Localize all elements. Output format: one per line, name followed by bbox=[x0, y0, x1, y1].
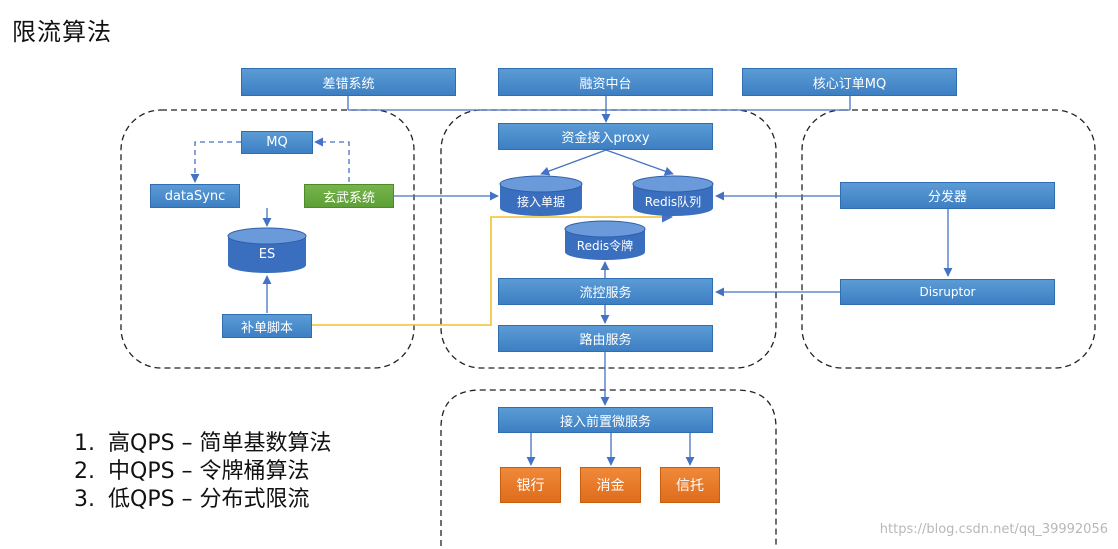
edge-script-to-redis-queue bbox=[312, 211, 674, 326]
edges-right-group bbox=[715, 191, 953, 297]
node-xuanwu-system: 玄武系统 bbox=[304, 184, 394, 208]
note-text: 高QPS – 简单基数算法 bbox=[108, 431, 332, 456]
node-routing-service: 路由服务 bbox=[498, 325, 713, 352]
edges-proxy-to-dbs bbox=[540, 149, 674, 176]
algorithm-notes: 1. 高QPS – 简单基数算法 2. 中QPS – 令牌桶算法 3. 低QPS… bbox=[74, 430, 332, 514]
note-number: 1. bbox=[74, 431, 95, 456]
node-intake-db: 接入单据 bbox=[516, 194, 565, 209]
group-frame-center bbox=[440, 109, 777, 369]
node-finance-platform: 融资中台 bbox=[498, 68, 713, 96]
node-core-order-mq: 核心订单MQ bbox=[742, 68, 957, 96]
note-text: 中QPS – 令牌桶算法 bbox=[108, 459, 310, 484]
node-disruptor: Disruptor bbox=[840, 279, 1055, 305]
edges-top-to-proxy bbox=[347, 96, 851, 123]
db-redis-token-cylinder bbox=[564, 220, 646, 260]
node-flow-control: 流控服务 bbox=[498, 278, 713, 305]
note-number: 3. bbox=[74, 487, 95, 512]
node-dispatcher: 分发器 bbox=[840, 182, 1055, 209]
note-number: 2. bbox=[74, 459, 95, 484]
node-pre-microservice: 接入前置微服务 bbox=[498, 407, 713, 433]
group-frame-bottom bbox=[440, 389, 777, 546]
note-item: 2. 中QPS – 令牌桶算法 bbox=[74, 458, 332, 486]
group-frame-right bbox=[801, 109, 1096, 369]
node-redis-token: Redis令牌 bbox=[576, 238, 634, 253]
group-frame-left bbox=[120, 109, 415, 369]
note-text: 低QPS – 分布式限流 bbox=[108, 487, 310, 512]
note-item: 3. 低QPS – 分布式限流 bbox=[74, 486, 332, 514]
node-error-system: 差错系统 bbox=[241, 68, 456, 96]
node-redis-queue: Redis队列 bbox=[644, 194, 702, 209]
node-es-db: ES bbox=[258, 246, 276, 262]
watermark-text: https://blog.csdn.net/qq_39992056 bbox=[879, 522, 1108, 537]
db-intake-cylinder bbox=[499, 175, 583, 216]
node-funds-proxy: 资金接入proxy bbox=[498, 123, 713, 150]
db-redis-queue-cylinder bbox=[632, 175, 714, 216]
node-datasync: dataSync bbox=[150, 184, 240, 208]
node-consumer-finance: 消金 bbox=[580, 467, 641, 503]
db-es-cylinder bbox=[227, 227, 307, 273]
node-bank: 银行 bbox=[500, 467, 561, 503]
node-mq: MQ bbox=[241, 131, 313, 154]
note-item: 1. 高QPS – 简单基数算法 bbox=[74, 430, 332, 458]
node-trust: 信托 bbox=[660, 467, 720, 503]
page-title: 限流算法 bbox=[12, 18, 112, 46]
edges-left-group bbox=[190, 137, 499, 313]
edges-pre-service-to-outlets bbox=[526, 433, 695, 466]
node-repair-script: 补单脚本 bbox=[222, 314, 312, 338]
